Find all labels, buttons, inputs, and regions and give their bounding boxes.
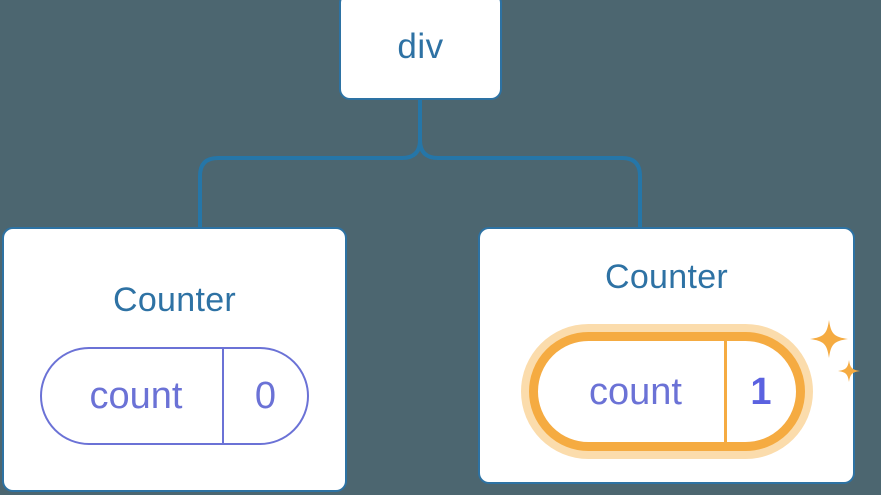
sparkle-large-icon <box>809 320 848 358</box>
state-pill-highlight-container: count 1 <box>520 320 860 459</box>
tree-node-counter-right[interactable]: Counter count 1 <box>478 227 860 484</box>
card-title: Counter <box>604 258 729 296</box>
card-title: Counter <box>112 280 237 319</box>
tree-node-root[interactable]: div <box>339 0 502 100</box>
state-pill-wrapper: count 0 <box>40 346 309 445</box>
root-node-label: div <box>397 26 444 66</box>
state-pill[interactable]: count 1 <box>528 332 805 451</box>
tree-node-counter-left[interactable]: Counter count 0 <box>2 227 347 492</box>
state-pill-wrapper-highlighted: count 1 <box>520 320 860 459</box>
state-pill[interactable]: count 0 <box>40 346 309 445</box>
state-key: count <box>89 374 183 417</box>
state-value: 0 <box>222 348 307 443</box>
state-value: 1 <box>723 341 796 442</box>
state-key: count <box>589 370 682 413</box>
